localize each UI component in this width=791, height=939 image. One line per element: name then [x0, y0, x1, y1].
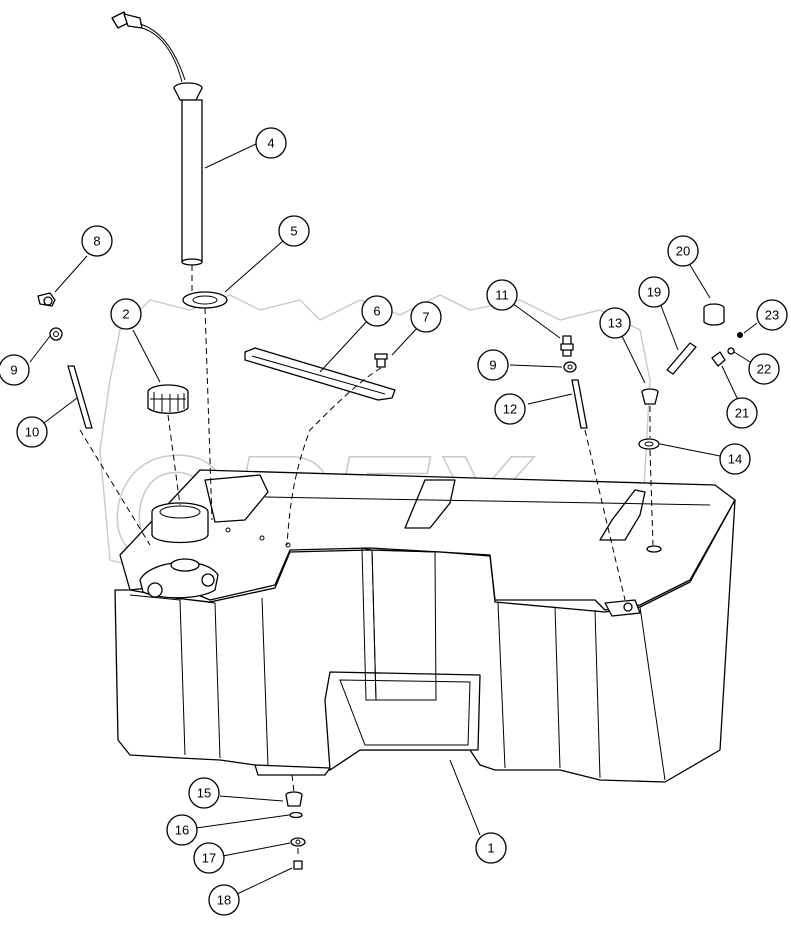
sender-gasket — [182, 291, 228, 309]
svg-text:11: 11 — [495, 288, 509, 303]
washer — [727, 347, 735, 355]
svg-text:12: 12 — [503, 402, 517, 417]
leader-lines — [29, 143, 758, 896]
callout-22: 22 — [748, 353, 780, 385]
fuel-tank — [114, 469, 736, 783]
callout-23: 23 — [756, 299, 788, 331]
svg-text:15: 15 — [197, 786, 211, 801]
callout-7: 7 — [410, 301, 442, 333]
drain-bolt — [293, 860, 303, 870]
svg-text:5: 5 — [290, 224, 297, 239]
nut-right — [563, 361, 577, 373]
filler-cap — [147, 384, 189, 414]
svg-text:14: 14 — [728, 452, 742, 467]
svg-text:23: 23 — [765, 308, 779, 323]
svg-text:17: 17 — [202, 851, 216, 866]
hose-clamp — [711, 351, 726, 367]
callout-1: 1 — [475, 832, 507, 864]
callout-9-right: 9 — [477, 349, 509, 381]
svg-text:10: 10 — [25, 425, 39, 440]
svg-text:21: 21 — [735, 406, 749, 421]
svg-text:2: 2 — [122, 307, 129, 322]
svg-text:19: 19 — [647, 285, 661, 300]
svg-text:8: 8 — [93, 234, 100, 249]
vent-valve — [641, 388, 659, 405]
tube-right — [571, 379, 588, 429]
svg-text:7: 7 — [422, 310, 429, 325]
screw — [737, 332, 743, 338]
tube-left — [67, 365, 93, 429]
assembly-lines — [79, 265, 654, 858]
callout-17: 17 — [193, 842, 225, 874]
callouts: 1 2 4 5 6 7 8 9 9 10 11 12 13 14 15 16 1… — [0, 127, 788, 916]
callout-13: 13 — [599, 307, 631, 339]
svg-text:1: 1 — [487, 841, 494, 856]
callout-8: 8 — [81, 225, 113, 257]
bolt — [374, 353, 388, 368]
svg-text:9: 9 — [10, 363, 17, 378]
callout-15: 15 — [188, 777, 220, 809]
svg-text:4: 4 — [267, 136, 274, 151]
drain-plug — [285, 791, 303, 807]
elbow-fitting-left — [37, 292, 56, 307]
fuel-sender — [111, 11, 203, 266]
callout-4: 4 — [255, 127, 287, 159]
callout-6: 6 — [361, 295, 393, 327]
callout-19: 19 — [638, 276, 670, 308]
svg-text:18: 18 — [217, 893, 231, 908]
callout-12: 12 — [494, 393, 526, 425]
callout-18: 18 — [208, 884, 240, 916]
o-ring — [289, 811, 303, 819]
svg-text:20: 20 — [676, 244, 690, 259]
callout-10: 10 — [16, 416, 48, 448]
callout-9-left: 9 — [0, 354, 30, 386]
grommet — [638, 438, 660, 450]
svg-text:16: 16 — [175, 823, 189, 838]
svg-text:13: 13 — [608, 316, 622, 331]
callout-20: 20 — [667, 235, 699, 267]
nut-left — [49, 327, 63, 341]
callout-16: 16 — [166, 814, 198, 846]
vent-cap — [703, 303, 725, 326]
drain-nut — [290, 837, 306, 847]
callout-2: 2 — [110, 298, 142, 330]
svg-text:9: 9 — [489, 358, 496, 373]
callout-11: 11 — [486, 279, 518, 311]
vent-hose — [666, 342, 697, 375]
elbow-fitting-right — [560, 335, 574, 357]
svg-text:22: 22 — [757, 362, 771, 377]
callout-21: 21 — [726, 397, 758, 429]
strap — [244, 347, 396, 401]
callout-14: 14 — [719, 443, 751, 475]
callout-5: 5 — [278, 215, 310, 247]
svg-text:6: 6 — [373, 304, 380, 319]
